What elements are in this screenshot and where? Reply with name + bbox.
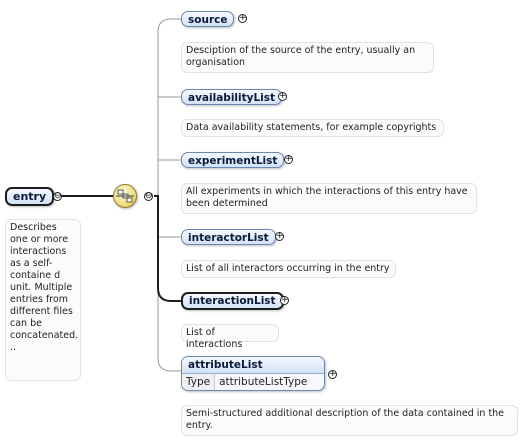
sequence-compositor-icon[interactable] — [113, 184, 137, 208]
element-attributeList[interactable]: attributeList Type attributeListType — [181, 356, 325, 391]
element-interactorList[interactable]: interactorList — [181, 229, 276, 245]
sequence-glyph-icon — [116, 189, 134, 203]
source-expand-icon[interactable]: + — [238, 13, 247, 23]
availabilityList-doc: Data availability statements, for exampl… — [181, 119, 444, 137]
experimentList-doc: All experiments in which the interaction… — [181, 183, 477, 214]
root-collapse-icon[interactable]: ⊖ — [53, 191, 62, 201]
experimentList-expand-icon[interactable]: + — [284, 154, 293, 164]
element-experimentList[interactable]: experimentList — [181, 152, 285, 168]
attributeList-type-key: Type — [182, 374, 216, 390]
attributeList-type-row: Type attributeListType — [182, 374, 324, 390]
interactorList-doc: List of all interactors occurring in the… — [181, 260, 396, 278]
branch-interactionList — [154, 195, 181, 302]
interactionList-doc: List of interactions — [181, 324, 279, 350]
interactionList-expand-icon[interactable]: + — [280, 295, 289, 305]
element-source[interactable]: source — [181, 11, 235, 27]
element-interactionList[interactable]: interactionList — [181, 292, 284, 310]
interactorList-expand-icon[interactable]: + — [275, 231, 284, 241]
attributeList-name: attributeList — [182, 357, 324, 374]
branch-attributeList — [157, 196, 181, 372]
attributeList-expand-icon[interactable]: + — [328, 369, 337, 379]
element-availabilityList[interactable]: availabilityList — [181, 89, 283, 105]
sequence-collapse-icon[interactable]: ⊖ — [144, 191, 153, 201]
root-element-doc: Describes one or more interactions as a … — [5, 219, 81, 381]
attributeList-type-value: attributeListType — [219, 376, 308, 388]
root-element-entry[interactable]: entry — [5, 187, 55, 206]
branch-source — [157, 18, 181, 196]
source-doc: Desciption of the source of the entry, u… — [181, 42, 434, 73]
attributeList-doc: Semi-structured additional description o… — [181, 405, 518, 436]
availabilityList-expand-icon[interactable]: + — [278, 91, 287, 101]
